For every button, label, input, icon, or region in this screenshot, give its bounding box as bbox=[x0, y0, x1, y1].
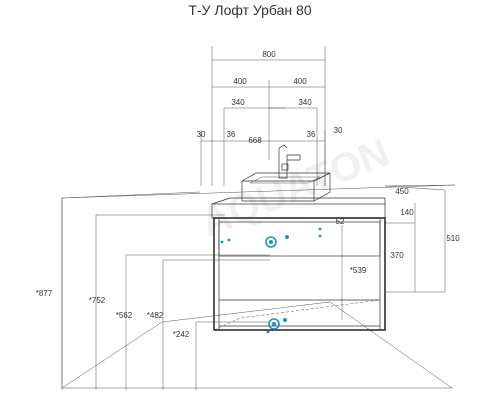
cabinet-depth-edge bbox=[213, 217, 386, 331]
dim-total-width: 800 bbox=[262, 50, 276, 59]
top-dimensions bbox=[200, 46, 326, 186]
dim-edge-left: 30 bbox=[197, 130, 206, 139]
dim-drawer-height: 370 bbox=[390, 251, 404, 260]
sink-basin bbox=[249, 176, 321, 184]
cabinet bbox=[211, 197, 386, 331]
sink-rim bbox=[241, 172, 331, 202]
dimension-labels: 800 400 400 340 340 30 36 668 36 30 450 … bbox=[36, 50, 460, 339]
dim-half-left: 400 bbox=[233, 77, 247, 86]
countertop-back-edge bbox=[211, 197, 386, 205]
drain-icon bbox=[268, 318, 280, 330]
dim-offset-right: 340 bbox=[298, 98, 312, 107]
dim-cabinet-height: 510 bbox=[446, 234, 460, 243]
dim-inlet: 52 bbox=[336, 217, 345, 226]
dim-inner-span: 668 bbox=[248, 136, 262, 145]
dim-h482: *482 bbox=[147, 311, 164, 320]
plumbing-connectors bbox=[220, 227, 322, 334]
dim-h242: *242 bbox=[173, 330, 190, 339]
dim-depth: 450 bbox=[395, 187, 409, 196]
dim-top-height: 140 bbox=[400, 208, 414, 217]
dim-inner-right: 36 bbox=[307, 130, 316, 139]
dim-drain: *539 bbox=[350, 266, 367, 275]
page-title: Т-У Лофт Урбан 80 bbox=[188, 2, 312, 18]
faucet bbox=[278, 144, 301, 179]
dim-half-right: 400 bbox=[293, 77, 307, 86]
dim-h562: *562 bbox=[116, 311, 133, 320]
water-inlet-icon bbox=[265, 236, 277, 248]
dim-offset-left: 340 bbox=[231, 98, 245, 107]
dim-inner-left: 36 bbox=[227, 130, 236, 139]
cabinet-frame bbox=[213, 217, 386, 331]
dim-h752: *752 bbox=[89, 296, 106, 305]
left-dimensions bbox=[61, 198, 270, 390]
drawer-front bbox=[218, 221, 381, 257]
floor-plane bbox=[61, 301, 453, 389]
sink bbox=[241, 172, 331, 202]
right-dimensions bbox=[341, 185, 446, 320]
dim-h877: *877 bbox=[36, 289, 53, 298]
dim-edge-right: 30 bbox=[334, 126, 343, 135]
